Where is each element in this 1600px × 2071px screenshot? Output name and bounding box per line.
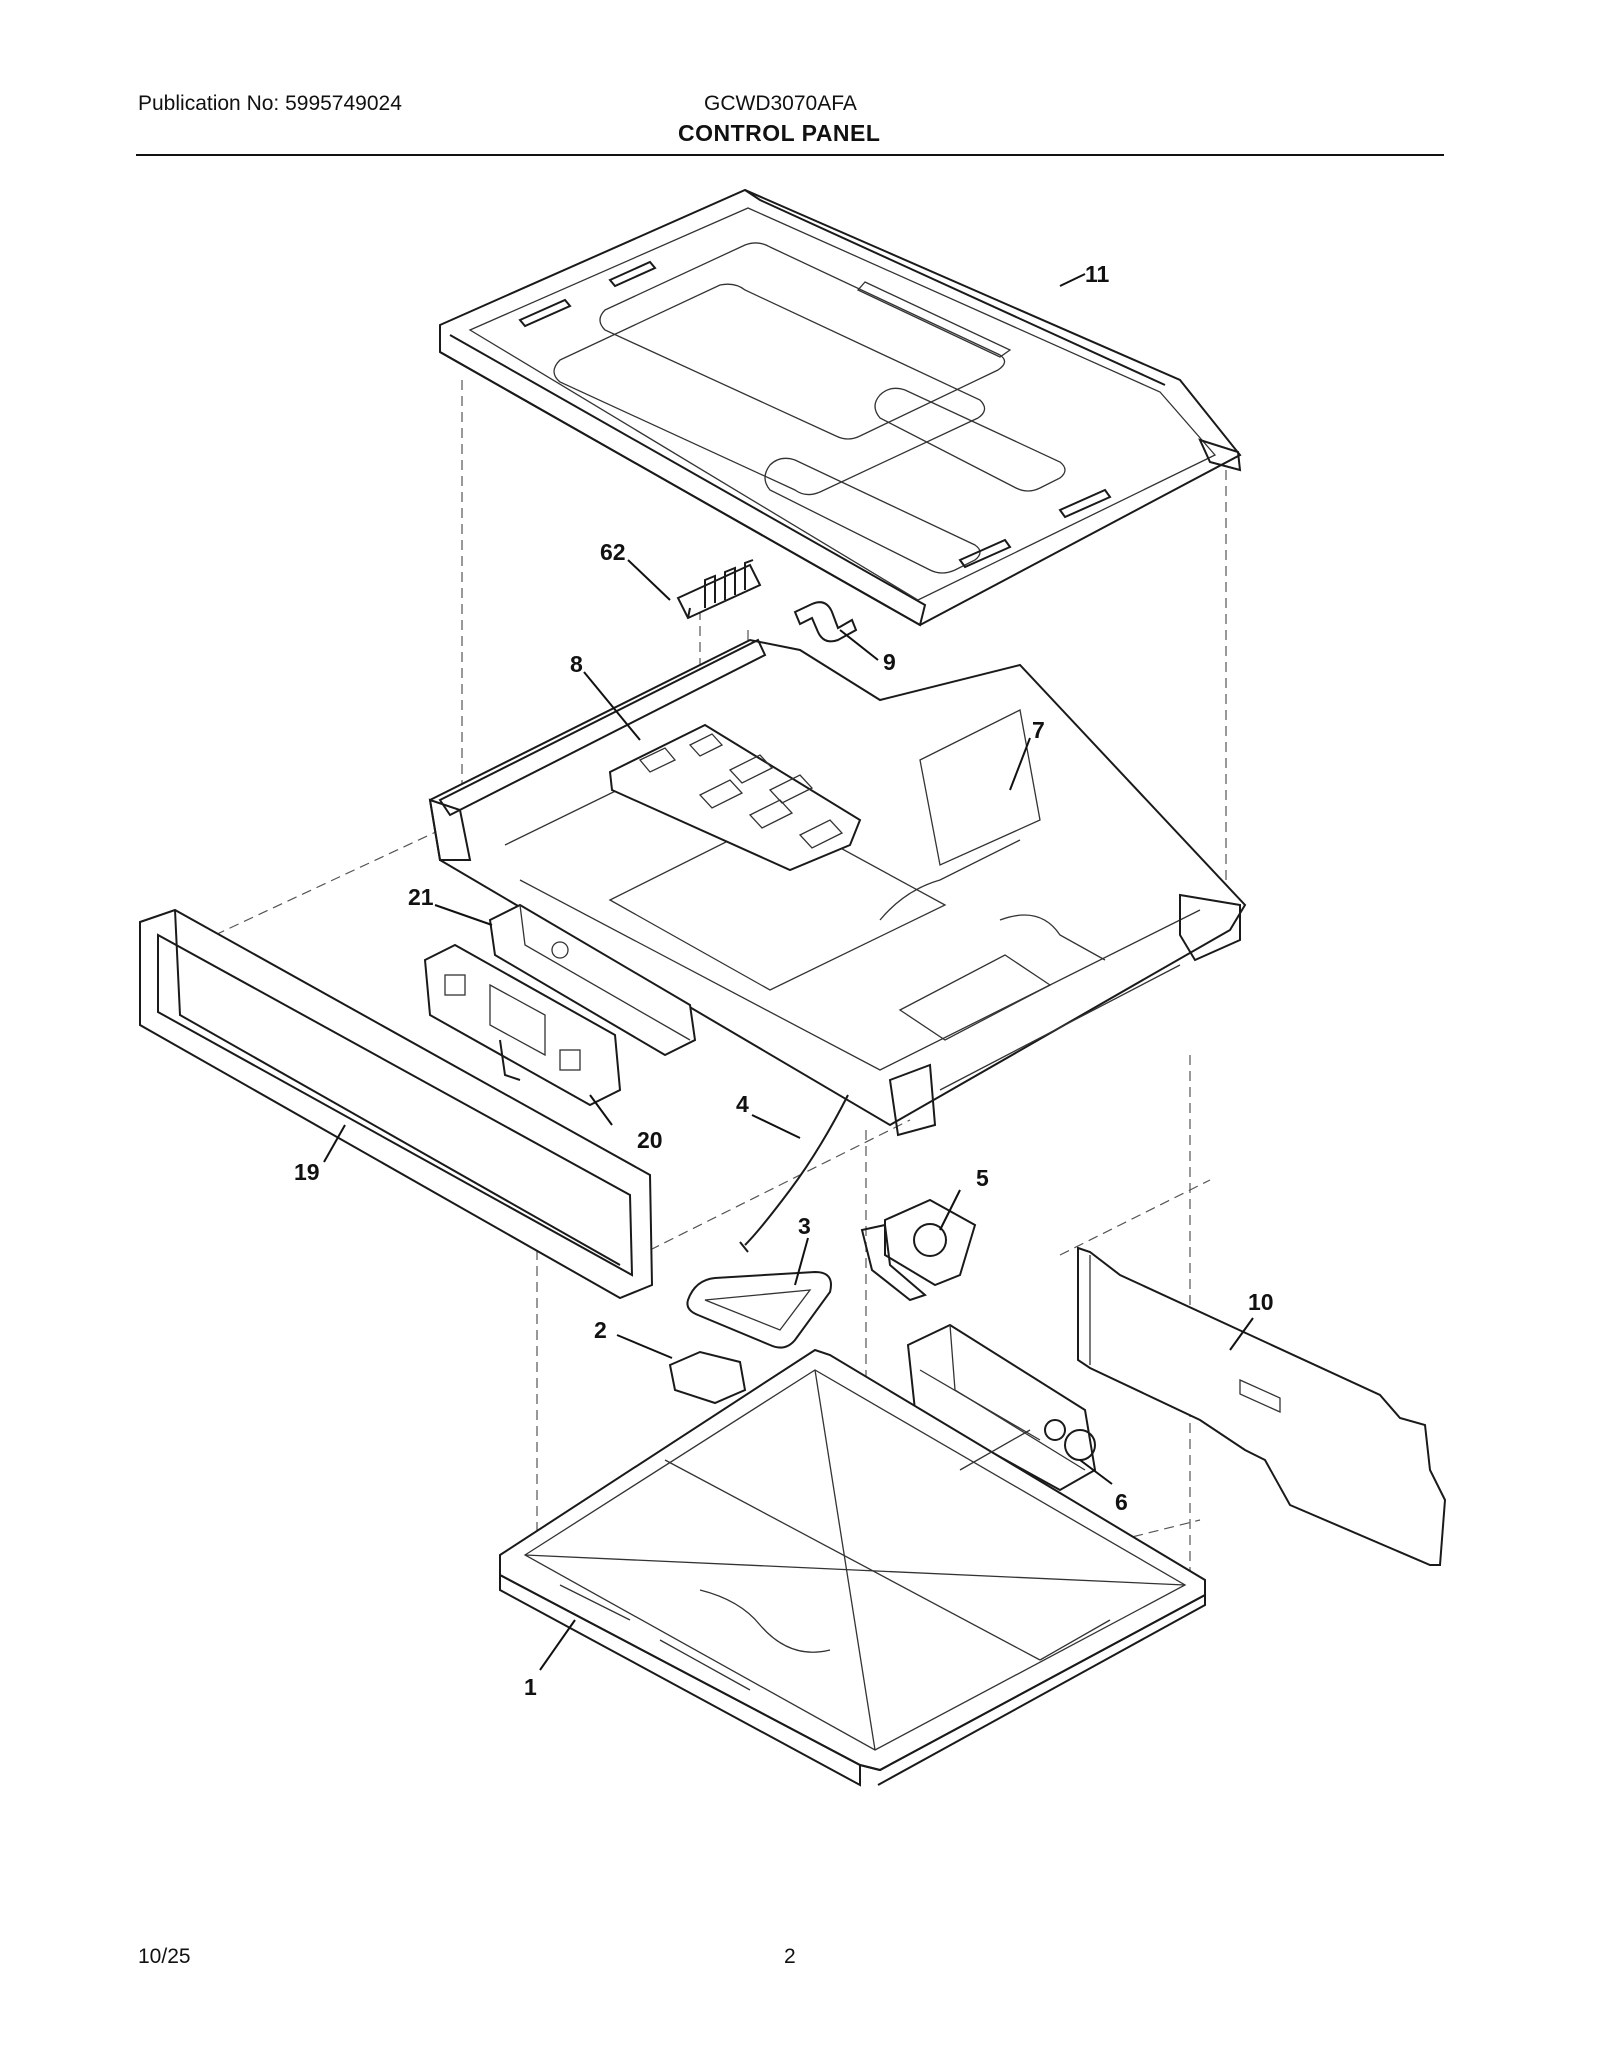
part-1-base-pan bbox=[499, 1348, 1206, 1787]
callout-9: 9 bbox=[883, 649, 896, 675]
part-4-wire bbox=[739, 1094, 849, 1253]
leader-lines bbox=[323, 273, 1254, 1671]
part-20-keypad-board bbox=[423, 943, 622, 1107]
page-title: CONTROL PANEL bbox=[678, 120, 881, 146]
callout-21: 21 bbox=[408, 884, 434, 910]
callout-1: 1 bbox=[524, 1674, 537, 1700]
callout-labels: 11 62 9 8 7 21 20 19 4 5 3 10 2 6 1 bbox=[294, 261, 1274, 1700]
callout-10: 10 bbox=[1248, 1289, 1274, 1315]
callout-20: 20 bbox=[637, 1127, 663, 1153]
callout-4: 4 bbox=[736, 1091, 749, 1117]
callout-2: 2 bbox=[594, 1317, 607, 1343]
part-11-top-cover bbox=[439, 188, 1242, 627]
part-3-gasket bbox=[686, 1270, 832, 1349]
part-19-frame bbox=[139, 908, 654, 1300]
part-8-control-board bbox=[608, 723, 862, 872]
part-62-terminal-block bbox=[676, 559, 762, 620]
part-10-rear-panel bbox=[1077, 1246, 1447, 1566]
callout-19: 19 bbox=[294, 1159, 320, 1185]
part-5-motor bbox=[860, 1198, 977, 1302]
callout-8: 8 bbox=[570, 651, 583, 677]
part-2-bracket bbox=[668, 1350, 747, 1405]
part-21-bracket bbox=[488, 903, 697, 1057]
footer-date: 10/25 bbox=[138, 1945, 191, 1968]
callout-11: 11 bbox=[1085, 261, 1110, 287]
publication-number: Publication No: 5995749024 bbox=[138, 92, 402, 115]
callout-62: 62 bbox=[600, 539, 626, 565]
callout-5: 5 bbox=[976, 1165, 989, 1191]
page-number: 2 bbox=[784, 1945, 796, 1968]
header-divider bbox=[136, 154, 1444, 156]
callout-7: 7 bbox=[1032, 717, 1045, 743]
model-number: GCWD3070AFA bbox=[704, 92, 857, 115]
callout-6: 6 bbox=[1115, 1489, 1128, 1515]
callout-3: 3 bbox=[798, 1213, 811, 1239]
